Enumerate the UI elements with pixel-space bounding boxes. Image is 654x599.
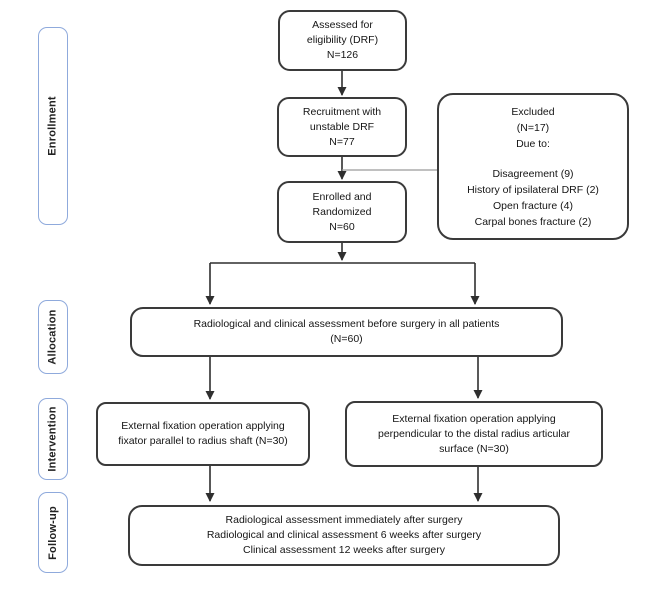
node-text: Radiological and clinical assessment bef… <box>193 318 500 330</box>
node-text: External fixation operation applying <box>392 412 556 425</box>
stage-followup-label: Follow-up <box>47 505 60 560</box>
stage-allocation-label: Allocation <box>47 309 60 365</box>
node-text: Excluded <box>511 106 555 118</box>
node-recruitment: Recruitment with unstable DRF N=77 <box>277 97 407 157</box>
node-assessed-eligibility: Assessed for eligibility (DRF) N=126 <box>278 10 407 71</box>
node-text: surface (N=30) <box>439 442 509 455</box>
stage-enrollment: Enrollment <box>38 27 68 225</box>
node-text: eligibility (DRF) <box>306 34 379 46</box>
node-text: Disagreement (9) <box>492 168 574 181</box>
node-text: unstable DRF <box>309 120 375 133</box>
node-text: Recruitment with <box>302 105 382 118</box>
node-enrolled-randomized: Enrolled and Randomized N=60 <box>277 181 407 243</box>
node-text: External fixation operation applying <box>121 420 285 432</box>
node-text: Radiological assessment immediately afte… <box>225 514 463 526</box>
node-excluded: Excluded (N=17) Due to: Disagreement (9)… <box>437 93 629 240</box>
stage-intervention: Intervention <box>38 398 68 480</box>
node-text: N=77 <box>329 135 355 148</box>
node-text: Enrolled and <box>312 190 372 203</box>
node-text: Radiological and clinical assessment 6 w… <box>206 529 482 541</box>
node-text: perpendicular to the distal radius artic… <box>377 427 571 440</box>
stage-allocation: Allocation <box>38 300 68 374</box>
node-fixator-perpendicular: External fixation operation applying per… <box>345 401 603 467</box>
node-text: Randomized <box>312 205 372 218</box>
stage-enrollment-label: Enrollment <box>47 96 60 156</box>
node-text: Assessed for <box>312 19 373 31</box>
node-text: (N=17) <box>516 122 550 134</box>
node-followup-assessments: Radiological assessment immediately afte… <box>128 505 560 566</box>
node-text: N=126 <box>326 49 359 61</box>
node-text: Due to: <box>516 138 550 150</box>
stage-intervention-label: Intervention <box>47 406 60 472</box>
stage-followup: Follow-up <box>38 492 68 573</box>
node-text: fixator parallel to radius shaft (N=30) <box>118 435 288 447</box>
node-text: History of ipsilateral DRF (2) <box>467 184 599 197</box>
node-fixator-parallel: External fixation operation applying fix… <box>96 402 310 466</box>
node-text: N=60 <box>329 220 355 233</box>
node-preop-assessment: Radiological and clinical assessment bef… <box>130 307 563 357</box>
node-text: Carpal bones fracture (2) <box>474 216 592 229</box>
node-text: Clinical assessment 12 weeks after surge… <box>243 544 445 556</box>
node-text: (N=60) <box>330 333 363 345</box>
node-text: Open fracture (4) <box>493 200 573 213</box>
